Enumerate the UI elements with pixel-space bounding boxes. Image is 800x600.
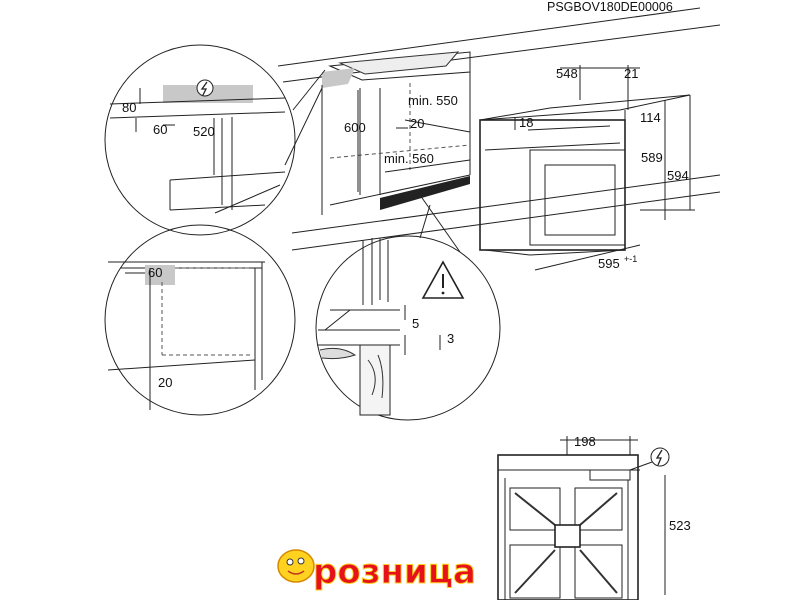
detail-circle-center xyxy=(315,194,501,421)
mascot-icon xyxy=(277,549,315,583)
cabinet-dimensions: 600 min. 550 20 min. 560 xyxy=(344,90,458,192)
dim-80: 80 xyxy=(122,100,136,115)
dim-198: 198 xyxy=(574,434,596,449)
detail-circle-side xyxy=(104,224,296,416)
dim-595-tolerance: +-1 xyxy=(624,254,637,264)
electric-hazard-icon xyxy=(650,447,670,467)
dim-589: 589 xyxy=(641,150,663,165)
oven-drawing xyxy=(479,65,695,271)
dim-600: 600 xyxy=(344,120,366,135)
dim-5: 5 xyxy=(412,316,419,331)
cabinet-cutout xyxy=(321,51,471,215)
dim-60-top: 60 xyxy=(153,122,167,137)
dim-594: 594 xyxy=(667,168,689,183)
bottom-plan-view xyxy=(497,436,666,600)
dim-20-side: 20 xyxy=(158,375,172,390)
document-code: PSGBOV180DE00006 xyxy=(547,0,673,14)
dim-520: 520 xyxy=(193,124,215,139)
dim-min550: min. 550 xyxy=(408,93,458,108)
watermark-text: розница xyxy=(313,552,476,592)
dim-min560: min. 560 xyxy=(384,151,434,166)
electric-hazard-icon xyxy=(196,79,214,97)
dim-3: 3 xyxy=(447,331,454,346)
watermark-logo: розница xyxy=(277,549,476,593)
dim-20-cabinet: 20 xyxy=(410,116,424,131)
dim-523: 523 xyxy=(669,518,691,533)
warning-triangle-icon xyxy=(421,260,465,299)
dim-18: 18 xyxy=(519,115,533,130)
dim-595: 595 xyxy=(598,256,620,271)
dim-548: 548 xyxy=(556,66,578,81)
cooktop-grate xyxy=(509,487,623,599)
dim-60-side: 60 xyxy=(148,265,162,280)
detail-circle-top xyxy=(104,44,326,236)
dim-114: 114 xyxy=(640,110,661,125)
dim-21: 21 xyxy=(624,66,638,81)
